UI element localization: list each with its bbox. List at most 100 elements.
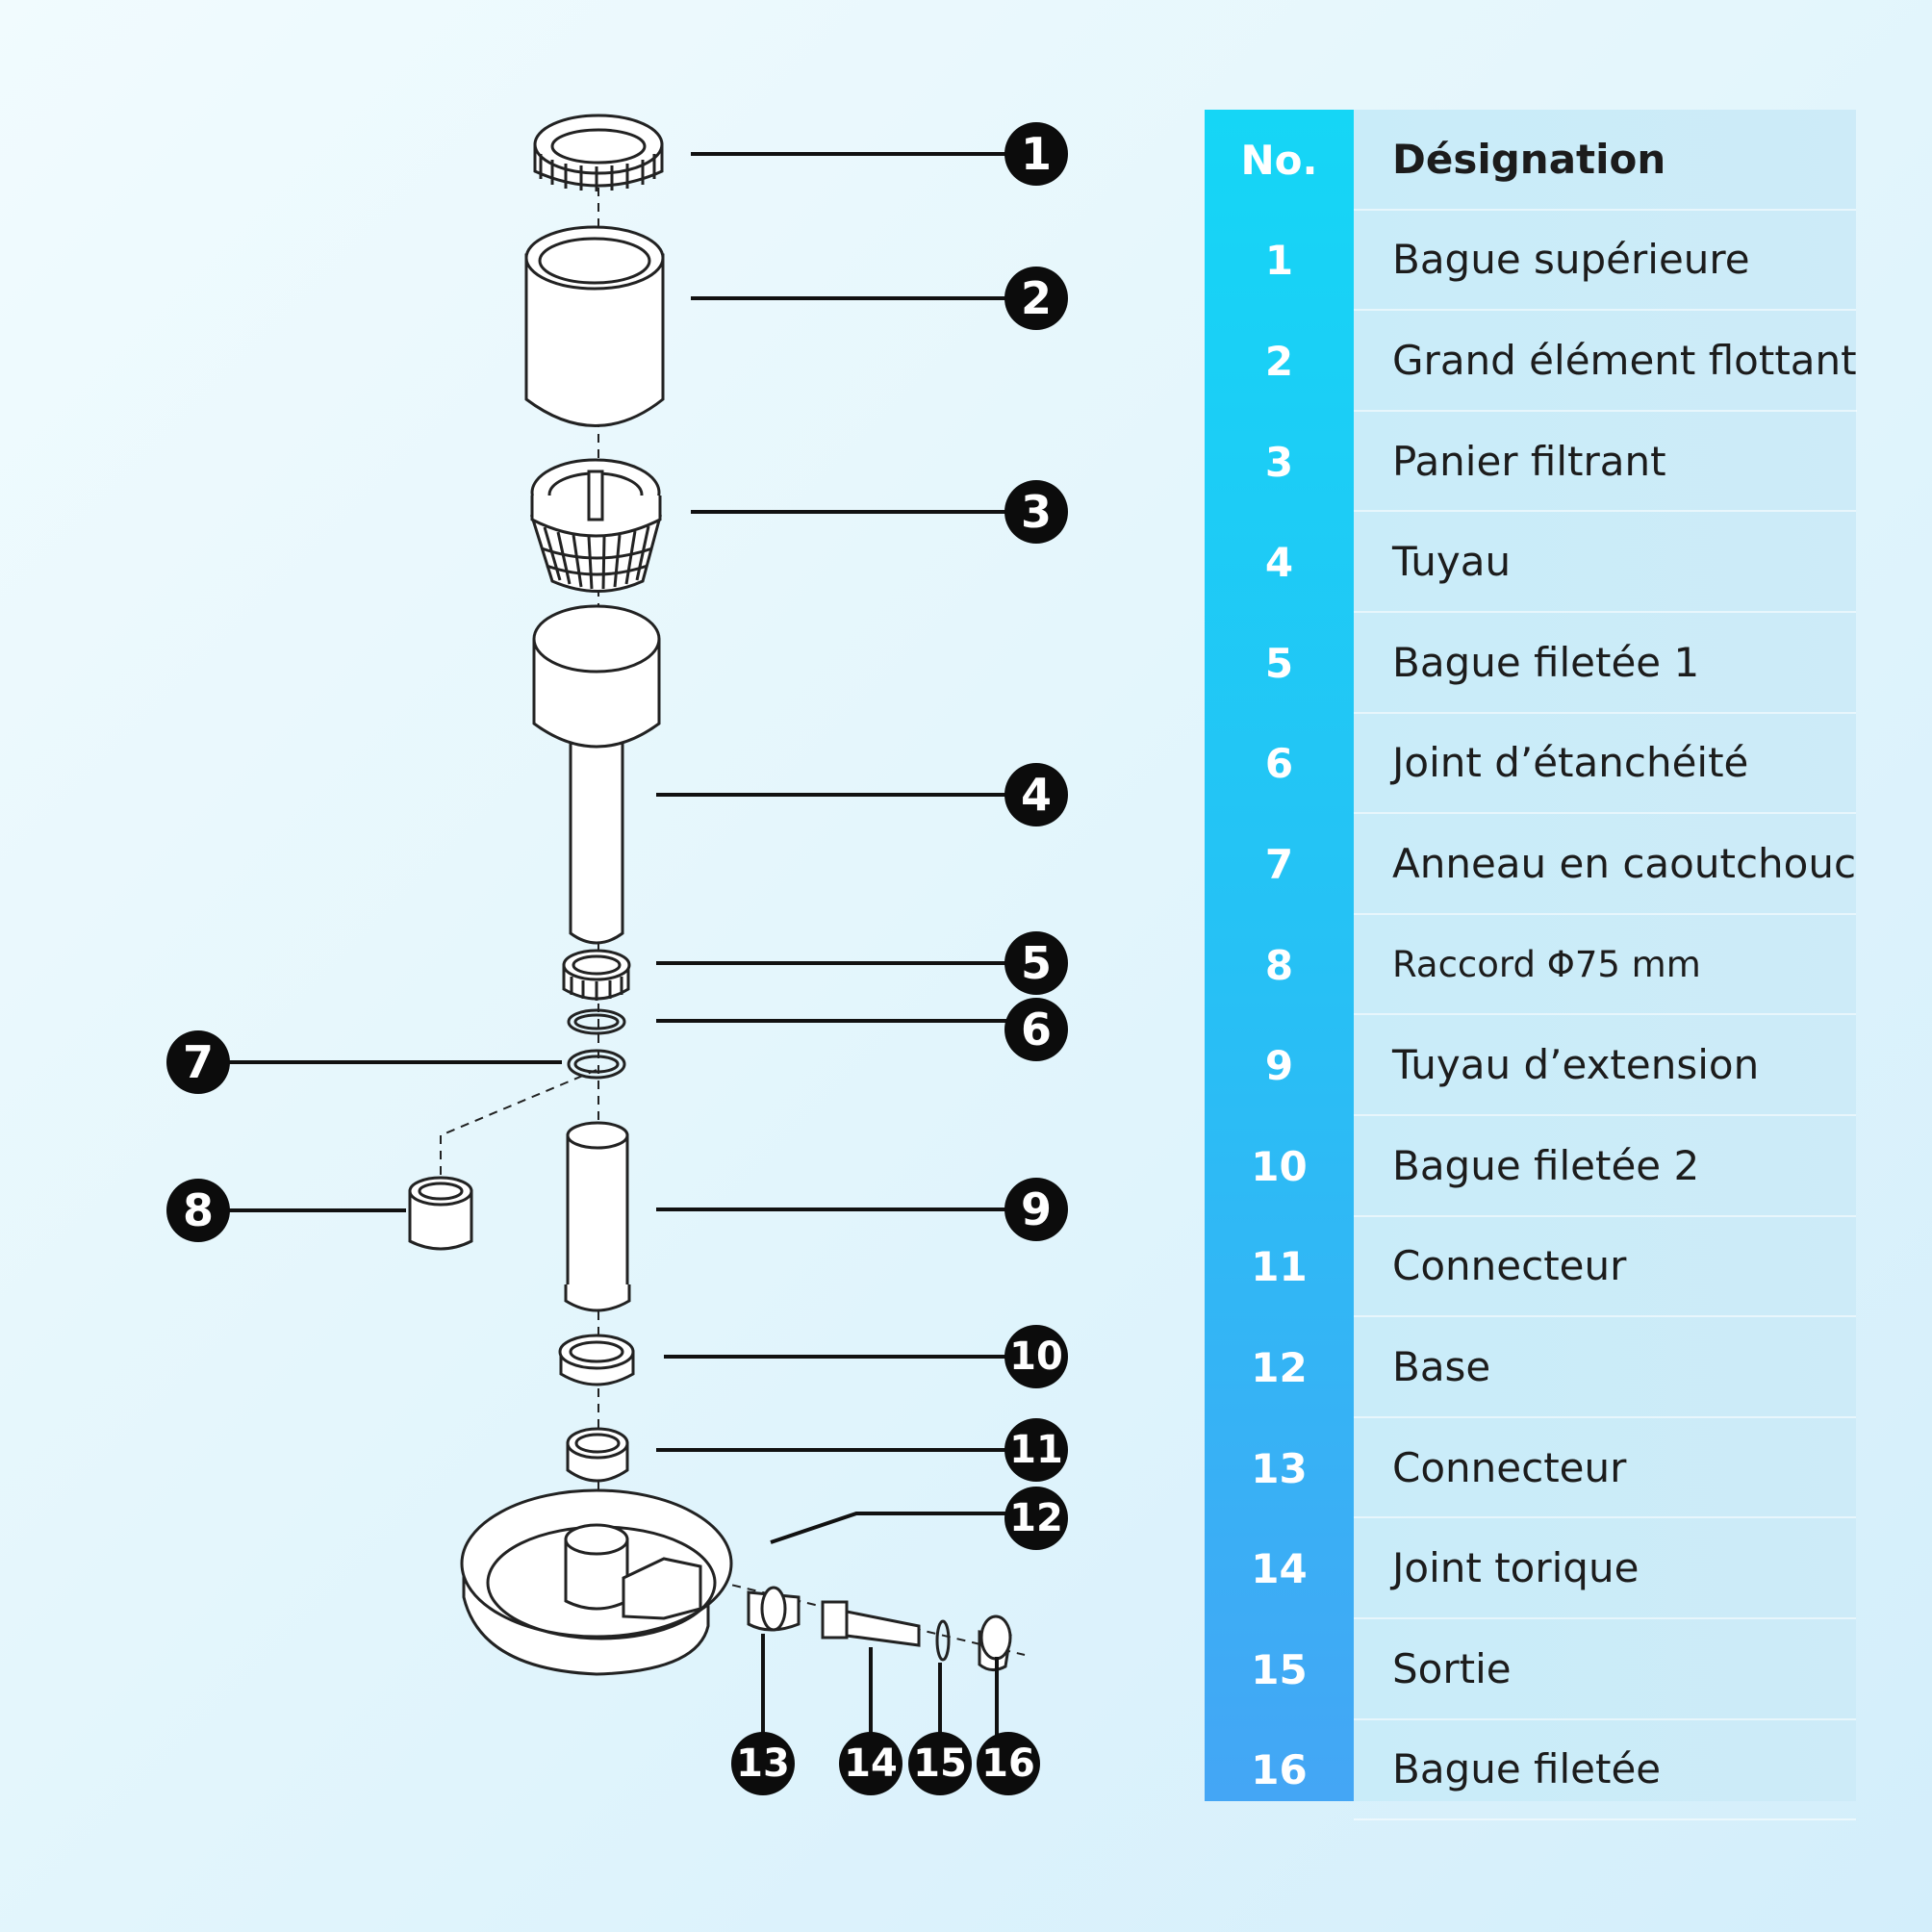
threaded-ring-2-part [558,1334,635,1386]
row-number: 9 [1264,1042,1294,1090]
callout-14: 14 [839,1732,902,1795]
number-column-background [1205,110,1354,1801]
row-designation: Grand élément flottant [1354,311,1857,412]
callout-15: 15 [908,1732,972,1795]
row-designation: Bague filetée 2 [1354,1116,1856,1217]
callout-2: 2 [1004,267,1068,330]
callout-6: 6 [1004,998,1068,1061]
callout-2-label: 2 [1021,272,1052,324]
table-row: 15 Sortie [1205,1619,1856,1720]
o-ring-outlet-part [821,1600,921,1647]
table-row: 10 Bague filetée 2 [1205,1116,1856,1217]
callout-7-label: 7 [183,1036,214,1088]
row-number: 8 [1264,941,1294,989]
float-element-part [524,225,665,427]
header-no: No. [1240,136,1318,184]
connector-part [566,1427,629,1483]
callout-4-label: 4 [1021,769,1052,821]
callout-7: 7 [166,1030,230,1094]
table-row: 14 Joint torique [1205,1518,1856,1619]
row-designation: Sortie [1354,1619,1856,1720]
callout-5-label: 5 [1021,937,1052,989]
outlet-connector-part [747,1586,801,1632]
parts-table: No. Désignation 1 Bague supérieure 2 Grand… [1205,110,1857,1821]
callout-11-label: 11 [1009,1428,1063,1472]
callout-11: 11 [1004,1418,1068,1482]
row-number: 16 [1251,1746,1308,1794]
top-ring-part [533,114,664,191]
callout-14-label: 14 [844,1741,898,1786]
callout-16: 16 [977,1732,1040,1795]
pipe-part [532,604,661,945]
table-row: 5 Bague filetée 1 [1205,613,1856,714]
callout-1-label: 1 [1021,128,1052,180]
table-row: 16 Bague filetée [1205,1720,1856,1821]
table-row: 9 Tuyau d’extension [1205,1015,1856,1116]
callout-4: 4 [1004,763,1068,826]
row-number: 1 [1264,237,1294,285]
table-row: 13 Connecteur [1205,1418,1856,1519]
table-row: 2 Grand élément flottant [1205,311,1857,412]
seal-ring-inner [573,1013,620,1030]
row-designation: Bague filetée 1 [1354,613,1856,714]
fitting-75mm-part [408,1176,473,1251]
table-row: 6 Joint d’étanchéité [1205,714,1856,815]
callout-12: 12 [1004,1487,1068,1550]
base-part [460,1488,733,1676]
row-designation: Tuyau d’extension [1354,1015,1856,1116]
row-number: 6 [1264,740,1294,788]
callout-8: 8 [166,1179,230,1242]
row-number: 5 [1264,639,1294,687]
callout-16-label: 16 [981,1741,1035,1786]
table-row: 12 Base [1205,1317,1856,1418]
callout-3: 3 [1004,480,1068,544]
table-row: 3 Panier filtrant [1205,412,1856,513]
row-designation: Base [1354,1317,1856,1418]
row-number: 3 [1264,438,1294,486]
row-number: 14 [1251,1545,1308,1593]
callout-9-label: 9 [1021,1183,1052,1235]
row-number: 10 [1251,1142,1308,1190]
table-row: 7 Anneau en caoutchouc [1205,814,1857,915]
callout-9: 9 [1004,1178,1068,1241]
seal-ring-part [567,1008,626,1035]
row-number: 7 [1264,840,1294,888]
row-number: 4 [1264,539,1294,587]
outlet-seal-part [935,1619,951,1662]
callout-10: 10 [1004,1325,1068,1388]
row-designation: Joint torique [1354,1518,1856,1619]
row-number: 15 [1251,1645,1308,1693]
callout-12-label: 12 [1009,1496,1063,1540]
row-number: 12 [1251,1343,1308,1391]
row-number: 11 [1251,1243,1308,1291]
callout-1: 1 [1004,122,1068,186]
callout-5: 5 [1004,931,1068,995]
fitting-axis [440,1069,597,1136]
threaded-ring-1-part [562,949,631,1001]
table-row: 11 Connecteur [1205,1217,1856,1318]
row-designation: Tuyau [1354,512,1856,613]
row-designation: Raccord Φ75 mm [1354,915,1856,1016]
table-row: 1 Bague supérieure [1205,211,1856,312]
row-designation: Connecteur [1354,1418,1856,1519]
callout-8-label: 8 [183,1184,214,1236]
callout-15-label: 15 [913,1741,967,1786]
callout-6-label: 6 [1021,1004,1052,1055]
callout-13-label: 13 [736,1741,790,1786]
table-row: 8 Raccord Φ75 mm [1205,915,1856,1016]
row-designation: Connecteur [1354,1217,1856,1318]
callout-10-label: 10 [1009,1335,1063,1379]
row-number: 2 [1264,337,1294,385]
row-designation: Joint d’étanchéité [1354,714,1856,815]
row-number: 13 [1251,1444,1308,1492]
row-designation: Anneau en caoutchouc [1354,814,1857,915]
rubber-ring-part [567,1049,626,1080]
extension-pipe-part [564,1121,631,1312]
table-header-row: No. Désignation [1205,110,1856,211]
designation-column-background [1354,110,1856,1801]
row-designation: Bague filetée [1354,1720,1856,1821]
row-designation: Panier filtrant [1354,412,1856,513]
filter-basket-part [529,458,662,593]
row-designation: Bague supérieure [1354,211,1856,312]
